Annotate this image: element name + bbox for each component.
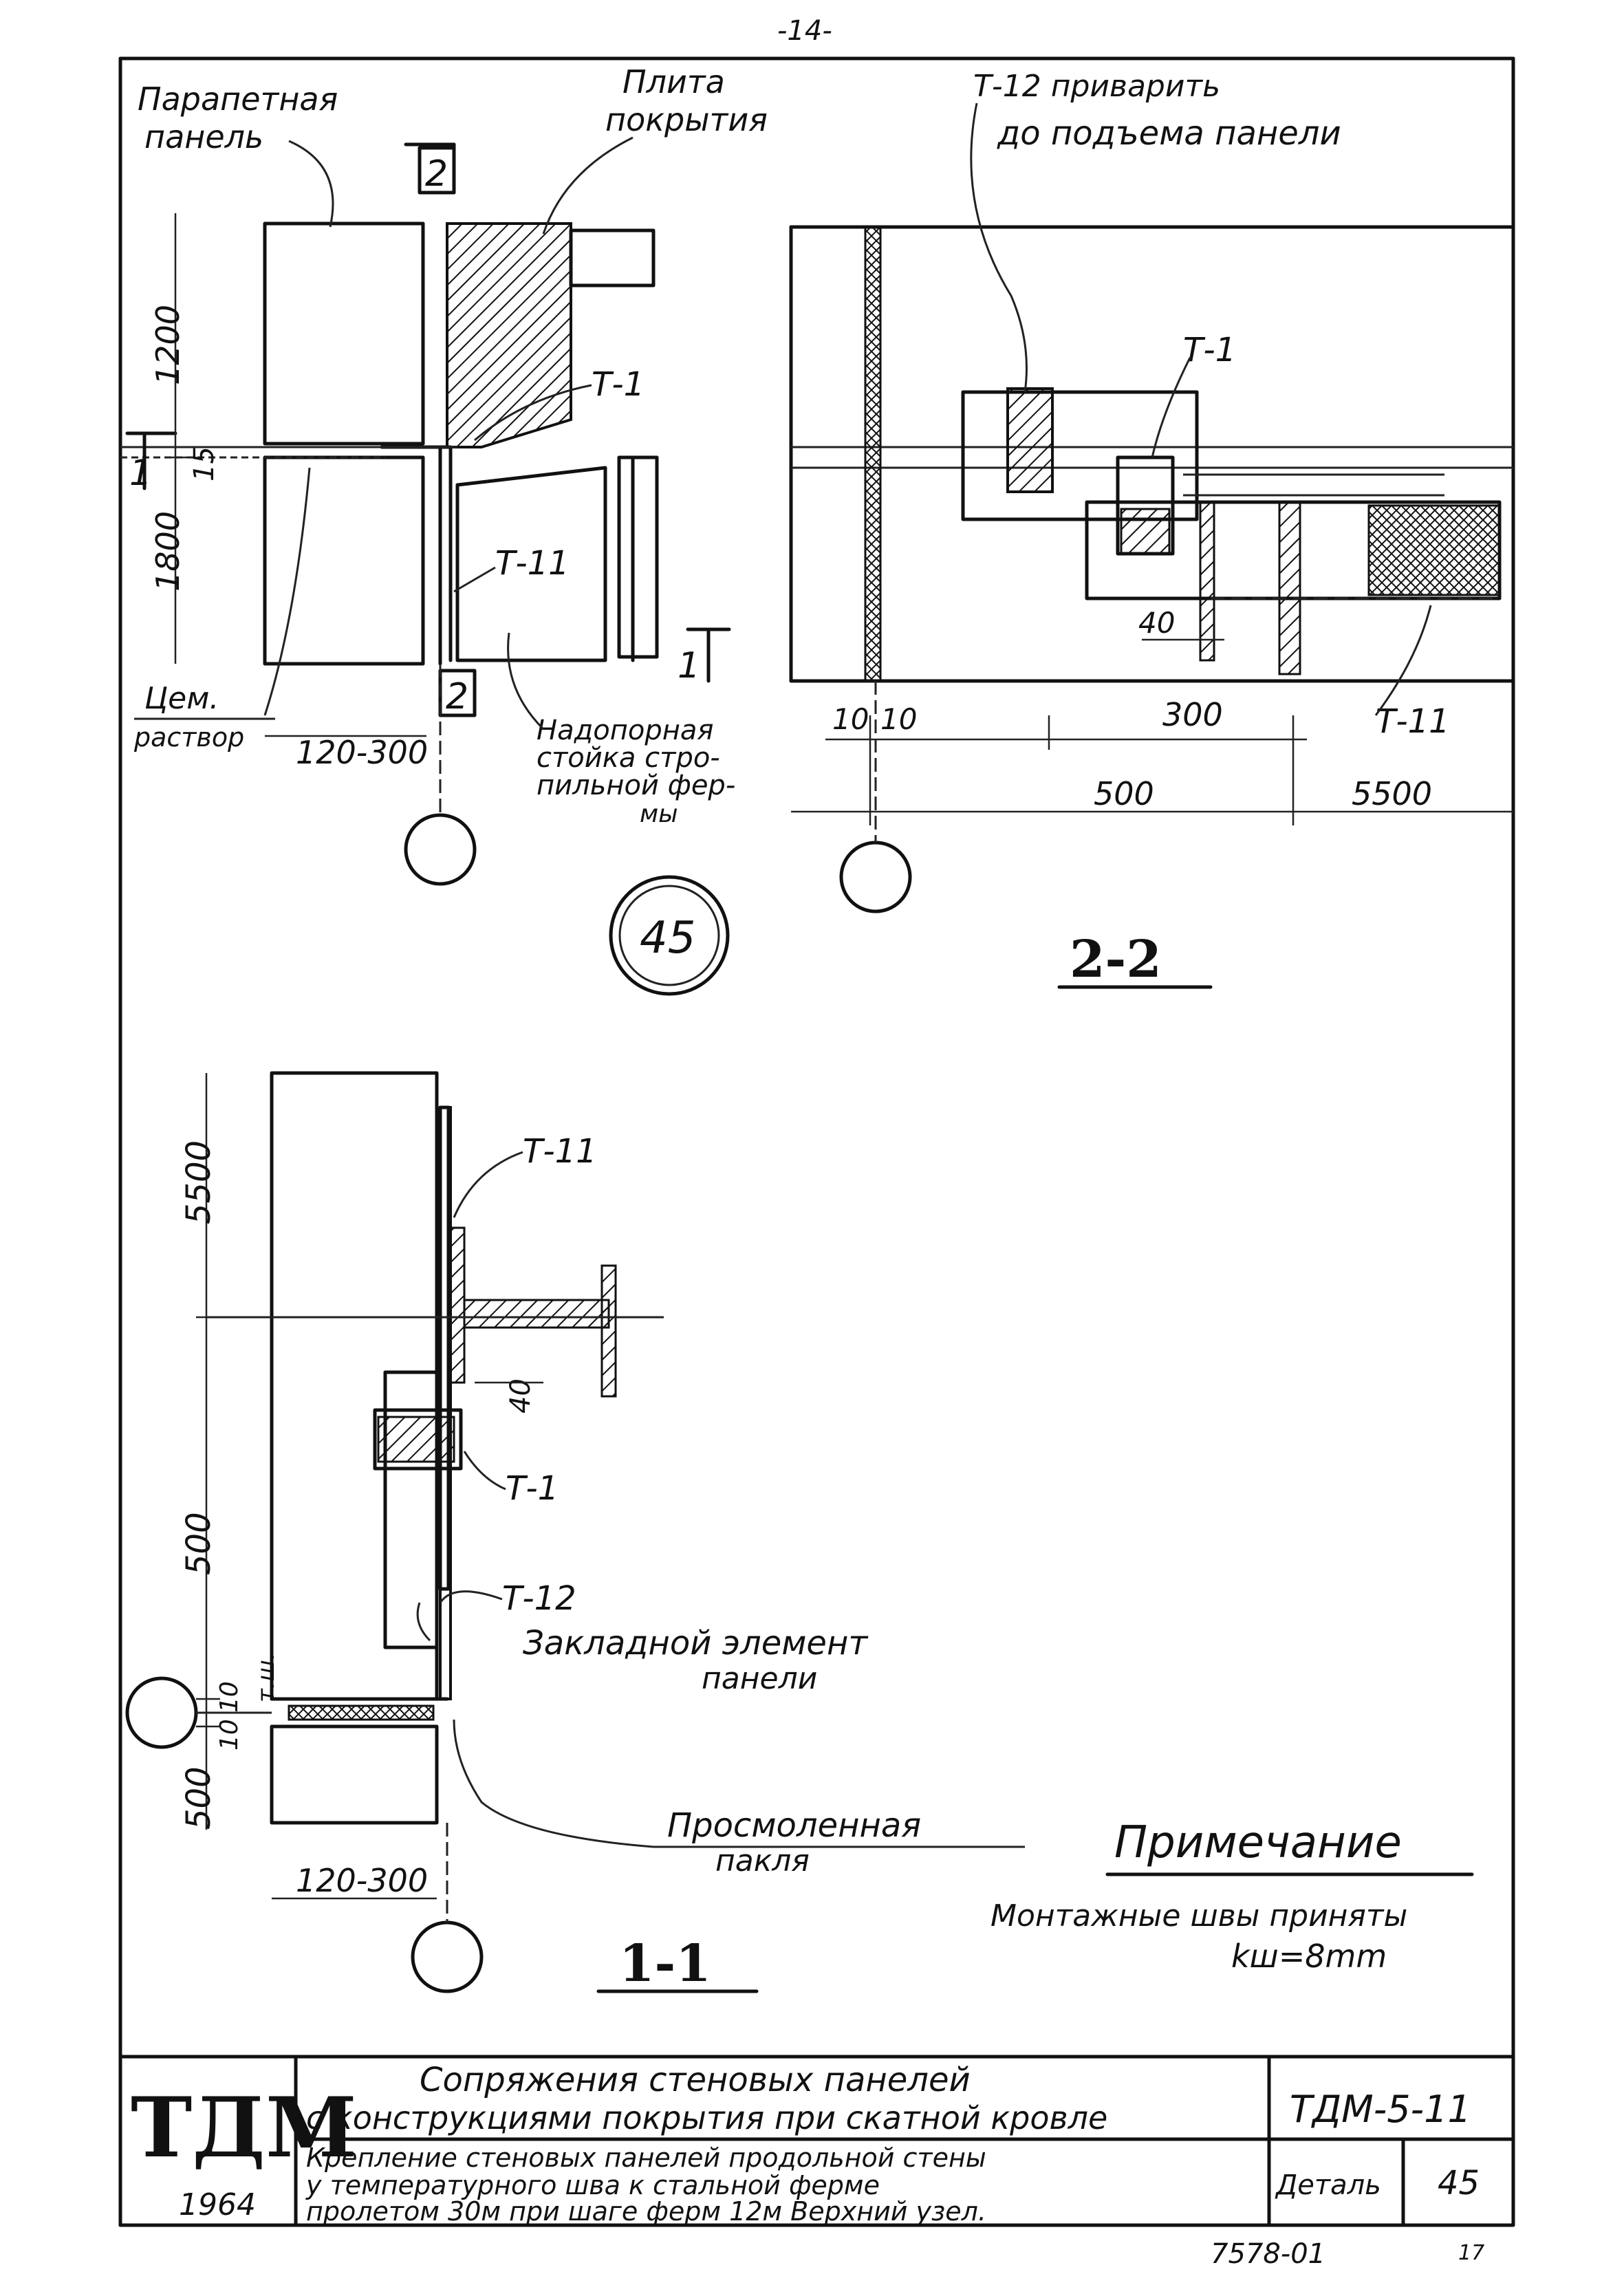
title-line-1: Сопряжения стеновых панелей [420,2061,971,2099]
section-2-2-view [789,225,1515,683]
section-1-1-dimension-chain [196,1073,220,1830]
note-line-2: kш=8mm [1231,1938,1387,1975]
detail-value: 45 [1438,2164,1480,2202]
section-mark-1-left: 1 [125,431,177,494]
drawing-code: ТДМ-5-11 [1290,2088,1471,2131]
svg-text:2: 2 [446,676,468,717]
dim-500-b: 500 [180,1512,218,1575]
parapet-panel-label-2: панель [144,118,263,155]
axis-bubble-3 [125,1676,198,1749]
footer-number: 7578-01 [1211,2238,1325,2270]
dim-300: 300 [1162,696,1223,733]
truss-post-label-4: мы [640,800,678,828]
year: 1964 [179,2187,256,2222]
sheet-frame [118,56,1515,2227]
t11-label-b: Т-11 [1376,702,1450,741]
dim-40-b: 40 [505,1378,537,1414]
dim-120-300-b: 120-300 [296,1862,428,1899]
dim-10-a: 10 [832,702,869,736]
dim-500-a: 500 [1094,775,1154,812]
tarred-tow-label-2: пакля [715,1843,810,1878]
desc-line-2: у температурного шва к стальной ферме [305,2170,880,2200]
axis-bubble-4 [411,1920,484,1993]
embedded-element-label: Закладной элемент [523,1624,869,1663]
dim-1800: 1800 [149,511,186,592]
dim-10-d: 10 [215,1719,243,1751]
dim-1200: 1200 [149,305,186,385]
title-block [118,2055,1515,2227]
section-1-1-view [206,1071,664,1825]
cement-label: Цем. [144,681,219,716]
section-mark-2-top: 2 [404,142,456,195]
roof-slab-label: Плита [622,63,725,100]
section-mark-1-right: 1 [678,627,731,686]
dim-120-300-a: 120-300 [296,734,428,771]
org-logo: ТДМ [131,2079,357,2176]
footer-sheet: 17 [1458,2241,1484,2265]
svg-text:45: 45 [640,913,695,964]
svg-text:1: 1 [129,453,152,494]
truss-post-label-2: стойка стро- [537,742,720,774]
t12-weld-label: Т-12 приварить [973,69,1220,104]
parapet-section-view [120,221,659,666]
page-number: -14- [777,15,832,47]
axis-bubble-2 [839,841,912,913]
section-1-1-title: 1-1 [619,1934,711,1993]
note-title: Примечание [1114,1817,1402,1868]
cement-label-2: раствор [133,722,244,752]
desc-line-1: Крепление стеновых панелей продольной ст… [306,2143,986,2173]
section-2-2-dimension-chain [791,715,1513,825]
t1-label-b: Т-1 [1183,331,1236,369]
svg-text:1: 1 [678,645,700,686]
t12-weld-label-2: до подъема панели [997,114,1341,153]
detail-label: Деталь [1275,2169,1381,2201]
parapet-panel-label: Парапетная [138,80,338,118]
embedded-element-label-2: панели [702,1661,817,1696]
svg-text:2: 2 [425,153,448,195]
section-2-2-title: 2-2 [1070,930,1162,989]
dim-500-c: 500 [180,1766,218,1830]
roof-slab-label-2: покрытия [605,101,768,138]
dim-10-c: 10 [215,1681,243,1713]
left-dimension-chain [165,213,193,664]
truss-post-label-3: пильной фер- [537,770,735,801]
axis-bubble-1 [404,813,477,886]
dim-10-b: 10 [880,702,917,736]
dim-5500-a: 5500 [1352,775,1432,812]
t1-label-a: Т-1 [592,365,645,404]
note-line-1: Монтажные швы приняты [990,1898,1407,1934]
detail-number-circle: 45 [609,875,730,996]
desc-line-3: пролетом 30м при шаге ферм 12м Верхний у… [306,2196,986,2227]
t12-label-c: Т-12 [502,1579,576,1618]
section-mark-2-bottom: 2 [438,669,477,717]
dim-5500-b: 5500 [180,1140,218,1224]
title-line-2: с конструкциями покрытия при скатной кро… [306,2099,1107,2136]
temp-seam-label: т.ш. [252,1652,280,1702]
dim-40-a: 40 [1138,606,1175,640]
t11-label-c: Т-11 [523,1132,597,1171]
tarred-tow-label: Просмоленная [667,1806,921,1845]
t11-label-a: Т-11 [495,544,570,583]
truss-post-label: Надопорная [537,715,713,746]
t1-label-c: Т-1 [506,1469,559,1508]
dim-15: 15 [188,446,220,481]
